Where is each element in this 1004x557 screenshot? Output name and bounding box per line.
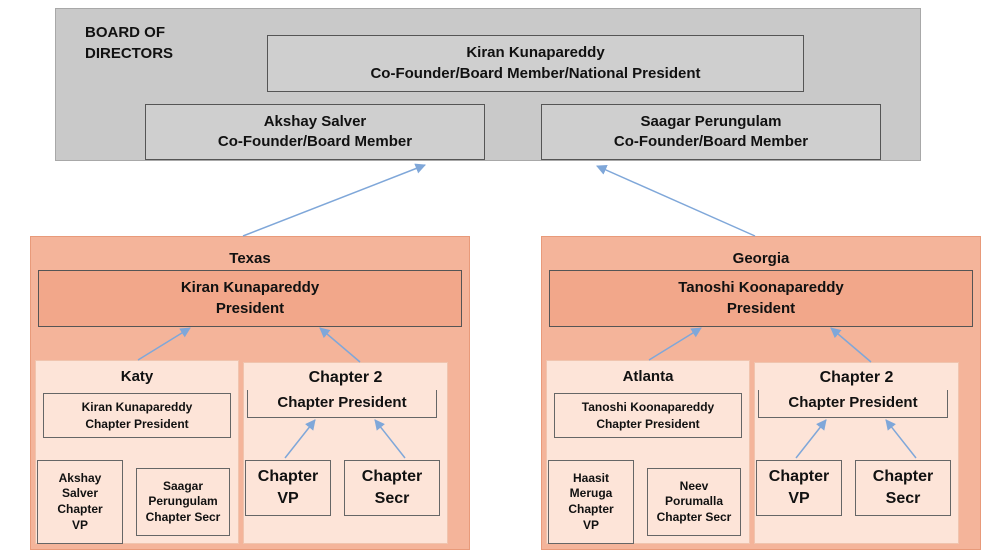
- georgia-chapter2-president-box: Chapter President: [758, 390, 948, 418]
- georgia-chapter2-secr-box: Chapter Secr: [855, 460, 951, 516]
- texas-chapter-katy-label: Katy: [120, 368, 154, 385]
- georgia-president-title: President: [726, 299, 796, 317]
- atlanta-secr-line2: Porumalla: [664, 494, 724, 509]
- katy-secr-line2: Perungulam: [148, 494, 218, 509]
- arrow-katy-to-texas-president: [137, 327, 191, 361]
- georgia-chapter2-vp-line1: Chapter: [768, 468, 830, 486]
- georgia-chapter2-label: Chapter 2: [819, 369, 894, 386]
- katy-vp-line1: Akshay: [58, 470, 102, 485]
- georgia-label: Georgia: [732, 250, 790, 267]
- katy-vp-box: Akshay Salver Chapter VP: [37, 460, 123, 544]
- georgia-chapter2-secr-line2: Secr: [885, 490, 921, 507]
- board-label-line2: DIRECTORS: [85, 45, 174, 62]
- texas-chapter2-president-title: Chapter President: [277, 394, 407, 412]
- national-president-box: Kiran Kunapareddy Co-Founder/Board Membe…: [267, 35, 804, 92]
- georgia-chapter2-vp-box: Chapter VP: [756, 460, 842, 516]
- board-member-left-name: Akshay Salver: [263, 112, 367, 130]
- board-member-left-title: Co-Founder/Board Member: [217, 133, 413, 150]
- katy-secr-line1: Saagar: [162, 478, 204, 493]
- board-label-line1: BOARD OF: [85, 24, 165, 41]
- atlanta-vp-line2: Meruga: [569, 486, 613, 501]
- texas-chapter2-president-box: Chapter President: [247, 390, 437, 418]
- georgia-chapter2-president-title: Chapter President: [788, 394, 918, 412]
- katy-president-name: Kiran Kunapareddy: [81, 400, 193, 415]
- board-member-right-box: Saagar Perungulam Co-Founder/Board Membe…: [541, 104, 881, 160]
- katy-president-box: Kiran Kunapareddy Chapter President: [43, 393, 231, 438]
- atlanta-president-box: Tanoshi Koonapareddy Chapter President: [554, 393, 742, 438]
- katy-vp-line4: VP: [71, 517, 88, 532]
- atlanta-secr-line3: Chapter Secr: [656, 509, 732, 524]
- texas-president-box: Kiran Kunapareddy President: [38, 270, 462, 327]
- texas-chapter2-label: Chapter 2: [308, 369, 383, 386]
- katy-president-title: Chapter President: [85, 416, 189, 431]
- georgia-chapter2-secr-line1: Chapter: [872, 468, 934, 486]
- atlanta-vp-line3: Chapter: [568, 502, 614, 516]
- board-member-left-box: Akshay Salver Co-Founder/Board Member: [145, 104, 485, 160]
- arrow-texas-ch2-vp: [284, 419, 316, 459]
- arrow-texas-ch2-to-texas-president: [319, 327, 361, 363]
- atlanta-president-title: Chapter President: [596, 416, 700, 431]
- arrow-texas-ch2-secr: [374, 419, 406, 459]
- arrow-georgia-ch2-secr: [885, 419, 917, 459]
- texas-chapter2-vp-line2: VP: [277, 490, 299, 507]
- texas-chapter2-vp-box: Chapter VP: [245, 460, 331, 516]
- atlanta-vp-line4: VP: [582, 517, 599, 532]
- atlanta-secr-box: Neev Porumalla Chapter Secr: [647, 468, 741, 536]
- texas-label: Texas: [229, 250, 271, 267]
- atlanta-vp-box: Haasit Meruga Chapter VP: [548, 460, 634, 544]
- texas-chapter2-secr-line1: Chapter: [361, 468, 423, 486]
- arrow-georgia-to-board: [596, 165, 756, 237]
- texas-president-title: President: [215, 299, 285, 317]
- katy-vp-line3: Chapter: [57, 502, 103, 516]
- atlanta-secr-line1: Neev: [679, 478, 709, 493]
- texas-chapter2-secr-box: Chapter Secr: [344, 460, 440, 516]
- board-label: BOARD OF DIRECTORS: [85, 22, 173, 64]
- board-member-right-title: Co-Founder/Board Member: [613, 133, 809, 150]
- georgia-chapter-atlanta-label: Atlanta: [622, 368, 674, 385]
- arrow-atlanta-to-georgia-president: [648, 327, 702, 361]
- atlanta-president-name: Tanoshi Koonapareddy: [581, 400, 715, 415]
- national-president-name: Kiran Kunapareddy: [466, 44, 605, 62]
- katy-secr-line3: Chapter Secr: [145, 509, 221, 524]
- texas-chapter2-secr-line2: Secr: [374, 490, 410, 507]
- arrow-texas-to-board: [242, 163, 426, 237]
- board-member-right-name: Saagar Perungulam: [640, 112, 782, 130]
- georgia-president-name: Tanoshi Koonapareddy: [678, 279, 844, 297]
- katy-secr-box: Saagar Perungulam Chapter Secr: [136, 468, 230, 536]
- georgia-chapter2-vp-line2: VP: [788, 490, 810, 507]
- arrow-georgia-ch2-vp: [795, 419, 827, 459]
- atlanta-vp-line1: Haasit: [572, 470, 610, 485]
- texas-president-name: Kiran Kunapareddy: [180, 279, 320, 297]
- texas-chapter2-vp-line1: Chapter: [257, 468, 319, 486]
- katy-vp-line2: Salver: [61, 486, 99, 501]
- arrow-georgia-ch2-to-georgia-president: [830, 327, 872, 363]
- georgia-president-box: Tanoshi Koonapareddy President: [549, 270, 973, 327]
- national-president-title: Co-Founder/Board Member/National Preside…: [370, 64, 701, 82]
